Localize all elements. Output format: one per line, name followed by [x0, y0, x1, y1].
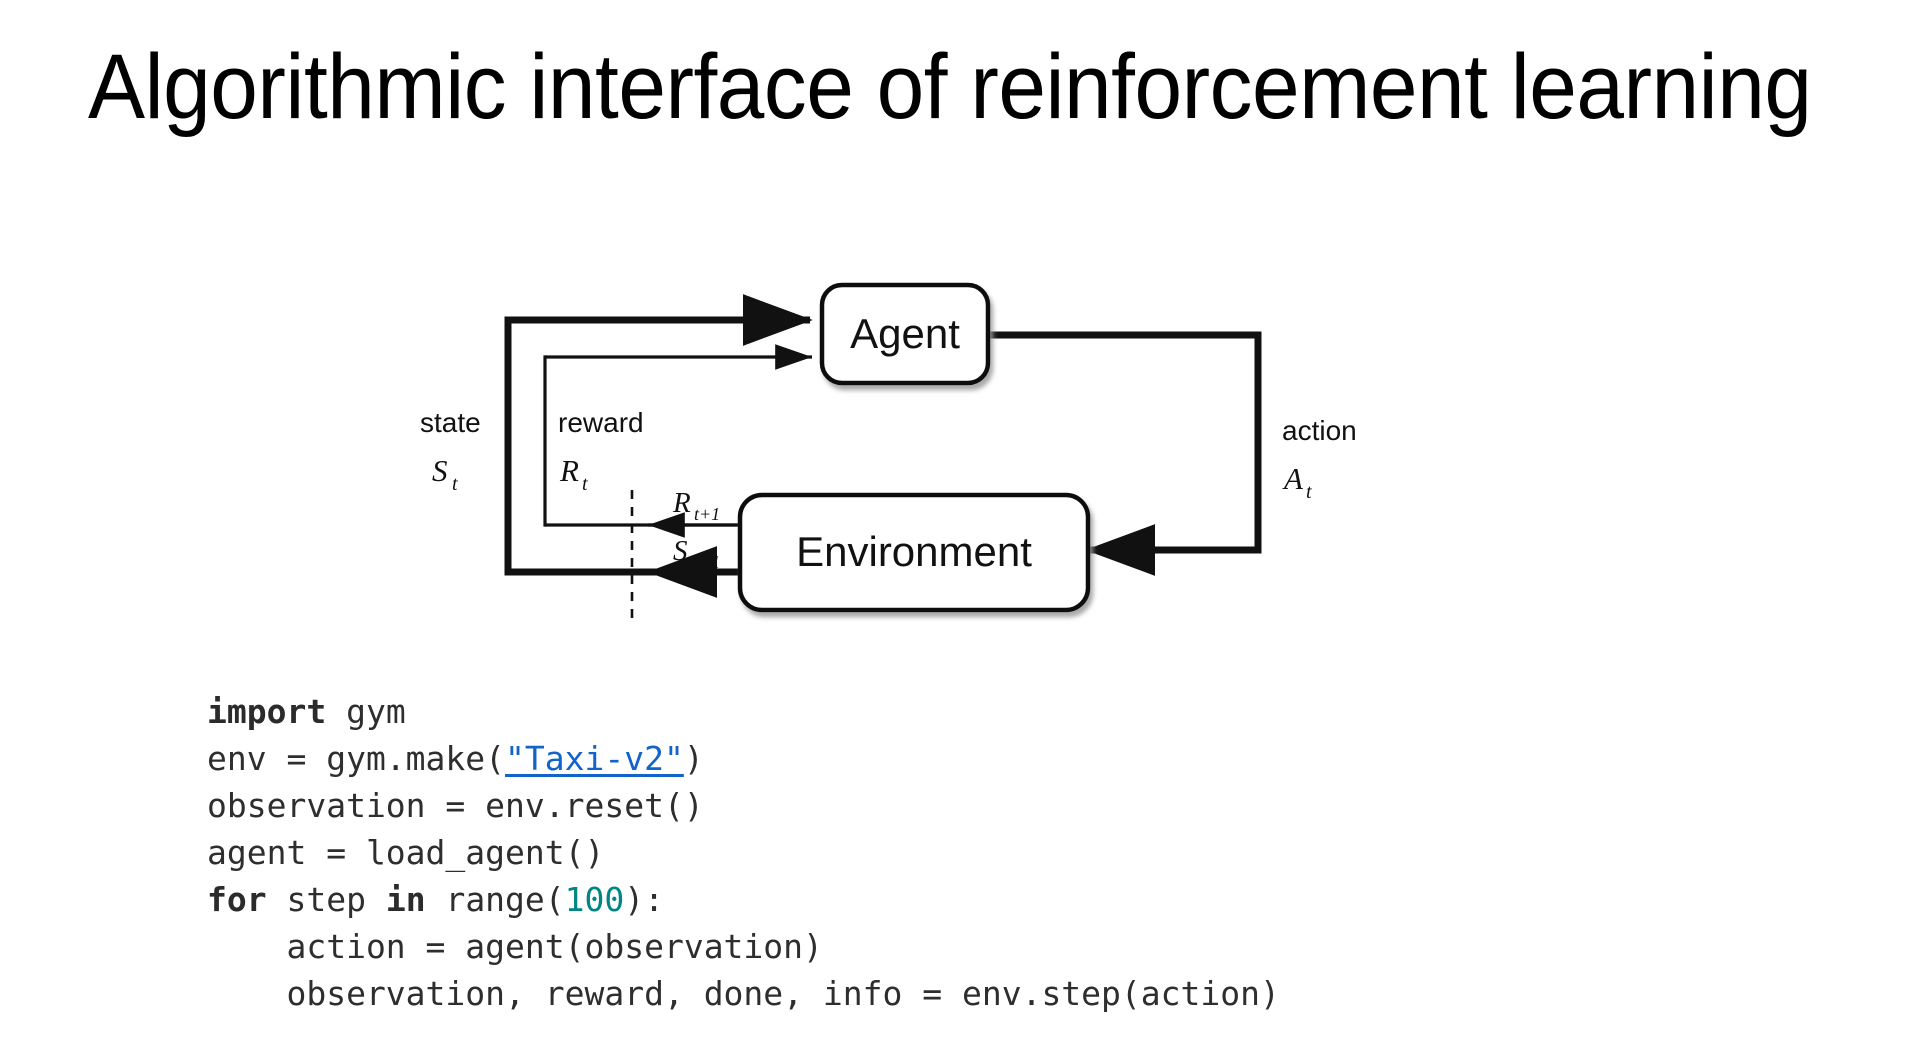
next-reward-symbol-group: R t+1	[672, 487, 720, 524]
agent-node: Agent	[819, 282, 991, 386]
code-text: gym	[326, 692, 406, 731]
state-label: state	[420, 407, 481, 438]
code-line: agent = load_agent()	[207, 829, 1280, 876]
code-line: observation = env.reset()	[207, 782, 1280, 829]
reward-symbol-subscript: t	[582, 473, 588, 495]
action-symbol: A	[1282, 461, 1304, 496]
reward-label: reward	[558, 407, 644, 438]
environment-label: Environment	[796, 528, 1032, 575]
next-reward-symbol: R	[672, 487, 691, 519]
code-text: ):	[624, 880, 665, 919]
env-id-link[interactable]: "Taxi-v2"	[505, 739, 684, 778]
code-keyword: for	[207, 880, 267, 919]
code-line: action = agent(observation)	[207, 923, 1280, 970]
page-title: Algorithmic interface of reinforcement l…	[88, 36, 1812, 138]
environment-node: Environment	[737, 492, 1091, 613]
code-number: 100	[564, 880, 625, 919]
action-label: action	[1282, 415, 1357, 446]
code-keyword: import	[207, 692, 327, 731]
state-symbol-group: S t	[432, 453, 458, 495]
state-symbol: S	[432, 453, 448, 488]
code-keyword: in	[385, 880, 426, 919]
code-line: import gym	[207, 688, 1280, 735]
code-text: step	[266, 880, 386, 919]
code-text: observation, reward, done, info = env.st…	[207, 974, 1280, 1013]
code-text: range(	[425, 880, 565, 919]
code-text: agent = load_agent()	[207, 833, 605, 872]
state-symbol-subscript: t	[452, 473, 458, 495]
next-state-symbol-group: S t+1	[673, 535, 720, 572]
agent-box	[819, 282, 991, 386]
code-line: env = gym.make("Taxi-v2")	[207, 735, 1280, 782]
code-text: action = agent(observation)	[207, 927, 823, 966]
code-line: for step in range(100):	[207, 876, 1280, 923]
reward-symbol: R	[559, 453, 579, 488]
next-reward-symbol-subscript: t+1	[694, 504, 720, 524]
next-state-symbol-subscript: t+1	[694, 552, 720, 572]
code-text: )	[683, 739, 704, 778]
environment-box	[737, 492, 1091, 613]
next-state-symbol: S	[673, 535, 688, 567]
agent-label: Agent	[850, 310, 960, 357]
action-symbol-group: A t	[1282, 461, 1312, 503]
code-text: observation = env.reset()	[207, 786, 704, 825]
reward-symbol-group: R t	[559, 453, 588, 495]
code-text: env = gym.make(	[207, 739, 506, 778]
action-symbol-subscript: t	[1306, 481, 1312, 503]
action-path	[988, 331, 1262, 576]
code-line: observation, reward, done, info = env.st…	[207, 970, 1280, 1017]
